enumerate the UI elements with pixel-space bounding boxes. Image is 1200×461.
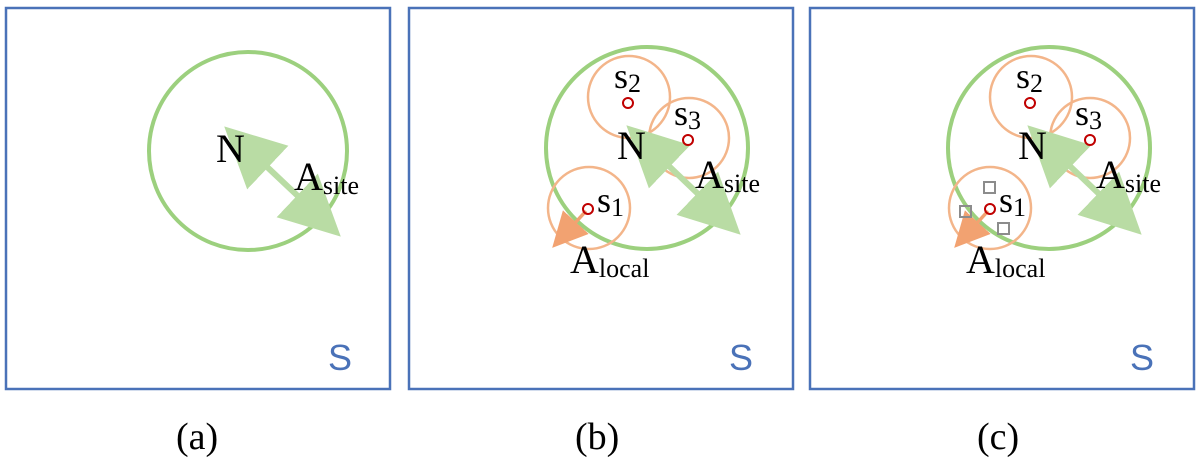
space-frame bbox=[4, 6, 392, 391]
sample-point-s2 bbox=[1024, 97, 1036, 109]
sample-point-s1 bbox=[582, 203, 594, 215]
node-label: N bbox=[617, 123, 646, 168]
space-label: S bbox=[328, 337, 352, 378]
node-label: N bbox=[216, 126, 245, 171]
site-area-label: Asite bbox=[294, 154, 359, 200]
sample-point-s2 bbox=[622, 97, 634, 109]
site-radius-arrow bbox=[626, 125, 741, 235]
sample-label-s3: s3 bbox=[1075, 93, 1102, 135]
site-area-label: Asite bbox=[1096, 152, 1161, 198]
panel-b: s2 s3 s1 N Asite Alocal S (b) bbox=[407, 6, 795, 458]
local-area-label: Alocal bbox=[570, 237, 649, 283]
panel-c: s2 s3 s1 N Asite Alocal S (c) bbox=[808, 6, 1196, 458]
site-radius-arrow bbox=[224, 126, 341, 237]
sample-point-s3 bbox=[1084, 134, 1096, 146]
panel-caption: (c) bbox=[977, 416, 1019, 458]
site-circle bbox=[544, 45, 750, 251]
local-radius-arrow bbox=[552, 209, 589, 248]
site-radius-arrow bbox=[1027, 125, 1142, 235]
local-radius-arrow bbox=[954, 209, 991, 248]
space-frame bbox=[808, 6, 1196, 391]
sample-label-s2: s2 bbox=[1016, 56, 1043, 98]
space-label: S bbox=[1130, 337, 1154, 378]
space-frame bbox=[407, 6, 795, 391]
sample-label-s3: s3 bbox=[674, 93, 701, 135]
panel-a: N Asite S (a) bbox=[4, 6, 392, 458]
site-circle bbox=[147, 50, 349, 252]
site-area-label: Asite bbox=[695, 152, 760, 198]
sample-point-s1 bbox=[984, 203, 996, 215]
sample-point-s3 bbox=[682, 134, 694, 146]
site-circle bbox=[946, 45, 1152, 251]
space-label: S bbox=[729, 337, 753, 378]
local-area-label: Alocal bbox=[966, 237, 1045, 283]
candidate-square bbox=[959, 205, 972, 218]
sample-label-s2: s2 bbox=[614, 56, 641, 98]
candidate-square bbox=[983, 181, 996, 194]
sample-label-s1: s1 bbox=[597, 180, 624, 222]
panel-caption: (b) bbox=[575, 416, 619, 458]
candidate-square bbox=[997, 222, 1010, 235]
panel-caption: (a) bbox=[176, 416, 218, 458]
sample-label-s1: s1 bbox=[999, 180, 1026, 222]
node-label: N bbox=[1018, 123, 1047, 168]
